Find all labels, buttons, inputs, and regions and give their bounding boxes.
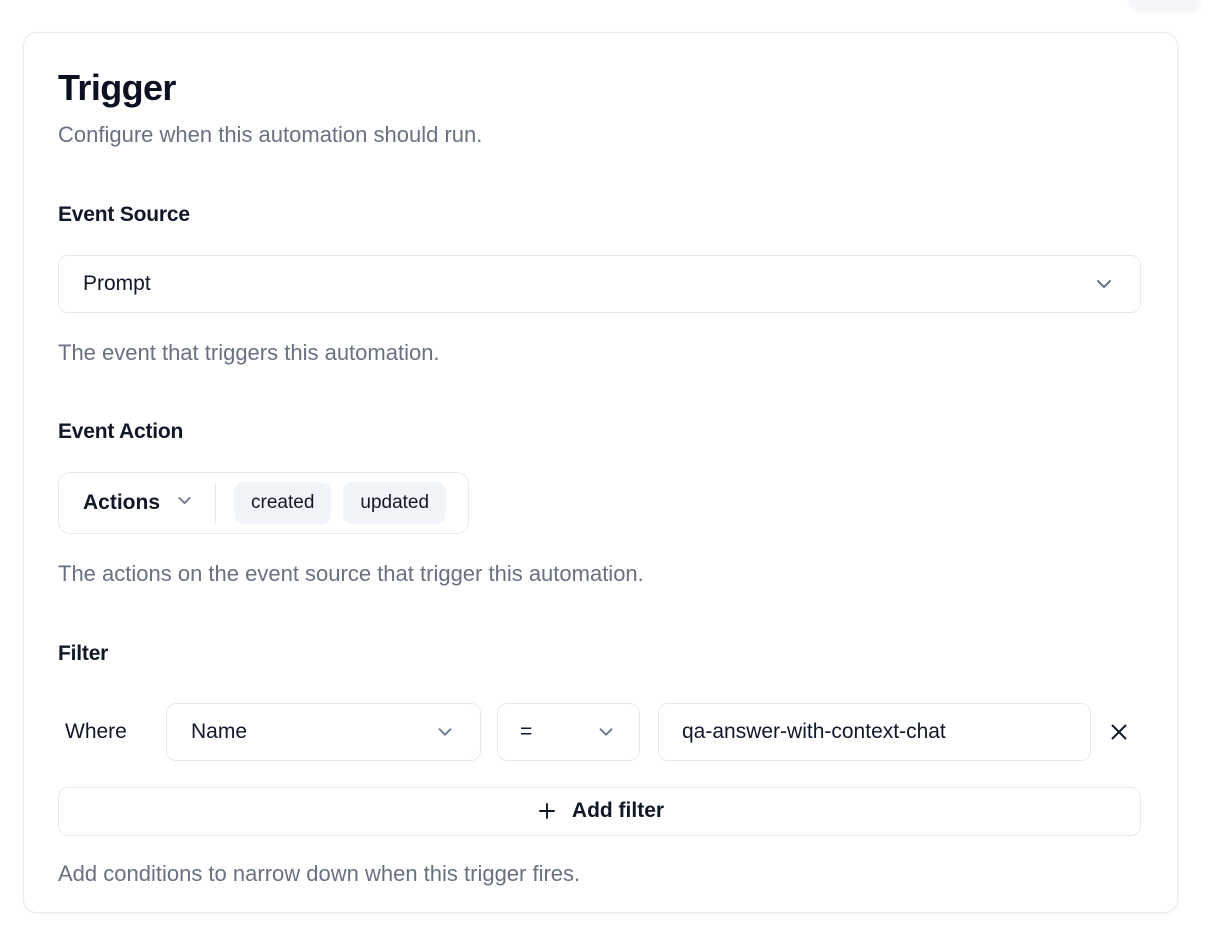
filter-operator-selected-value: = bbox=[520, 719, 533, 743]
close-icon bbox=[1106, 719, 1132, 745]
event-action-dropdown-label: Actions bbox=[83, 491, 161, 515]
event-source-help: The event that triggers this automation. bbox=[58, 339, 440, 365]
filter-label: Filter bbox=[58, 641, 109, 665]
page-subtitle: Configure when this automation should ru… bbox=[58, 122, 483, 148]
remove-filter-button[interactable] bbox=[1097, 710, 1141, 754]
filter-row: Where Name = bbox=[58, 702, 1141, 761]
action-badge-created[interactable]: created bbox=[234, 482, 332, 525]
chevron-down-icon bbox=[1092, 272, 1116, 296]
filter-field-selected-value: Name bbox=[191, 719, 248, 743]
filter-operator-select[interactable]: = bbox=[497, 702, 640, 761]
trigger-card: Trigger Configure when this automation s… bbox=[23, 32, 1178, 913]
clipped-top-right-element bbox=[1128, 0, 1202, 12]
event-source-selected-value: Prompt bbox=[83, 271, 151, 295]
event-action-multiselect: Actions created updated bbox=[58, 472, 470, 535]
filter-value-input[interactable] bbox=[658, 702, 1091, 761]
chevron-down-icon bbox=[595, 721, 617, 743]
divider bbox=[215, 483, 217, 524]
event-source-select[interactable]: Prompt bbox=[58, 254, 1141, 313]
chevron-down-icon bbox=[174, 490, 195, 517]
chevron-down-icon bbox=[434, 721, 456, 743]
plus-icon bbox=[535, 799, 559, 823]
filter-where-label: Where bbox=[65, 719, 127, 743]
add-filter-button[interactable]: Add filter bbox=[58, 786, 1141, 836]
add-filter-button-label: Add filter bbox=[571, 799, 665, 823]
event-action-label: Event Action bbox=[58, 420, 184, 444]
filter-field-select[interactable]: Name bbox=[166, 702, 481, 761]
event-action-help: The actions on the event source that tri… bbox=[58, 561, 644, 587]
filter-help: Add conditions to narrow down when this … bbox=[58, 860, 581, 886]
event-action-dropdown[interactable]: Actions bbox=[83, 490, 195, 517]
page-title: Trigger bbox=[58, 67, 176, 108]
event-source-label: Event Source bbox=[58, 202, 190, 226]
action-badge-updated[interactable]: updated bbox=[343, 482, 447, 525]
